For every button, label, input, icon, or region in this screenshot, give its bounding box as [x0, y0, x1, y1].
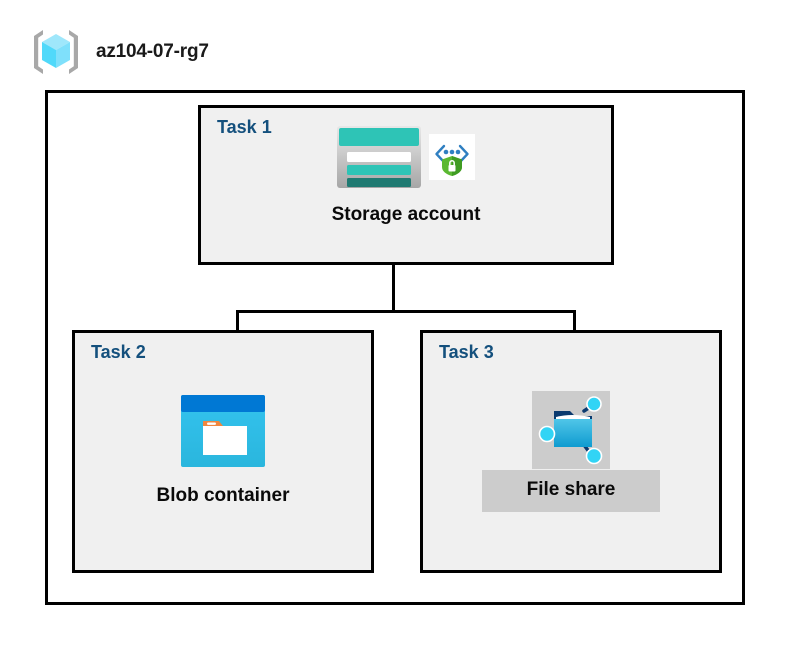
file-share-caption-highlight [482, 470, 660, 512]
file-share-caption: File share [526, 479, 616, 500]
blob-container-caption: Blob container [156, 485, 290, 506]
connector-horizontal-bus [236, 310, 576, 313]
resource-group-header: az104-07-rg7 [30, 26, 209, 78]
task-2-label: Task 2 [91, 342, 146, 362]
task-3-label: Task 3 [439, 342, 494, 362]
task-1-label: Task 1 [217, 117, 272, 137]
blob-container-icon [181, 395, 265, 467]
task-3-box[interactable]: Task 3 File share [420, 330, 722, 573]
secure-transfer-shield-icon [429, 134, 475, 180]
task-1-icon-group [337, 126, 475, 188]
file-share-icon-highlight [532, 391, 610, 469]
file-share-folder-icon [538, 396, 603, 465]
storage-account-icon [337, 126, 421, 188]
task-2-box[interactable]: Task 2 Blob container [72, 330, 374, 573]
task-1-box[interactable]: Task 1 [198, 105, 614, 265]
connector-storage-to-bus [392, 265, 395, 312]
storage-account-caption: Storage account [331, 204, 481, 225]
resource-group-cube-icon [34, 30, 78, 74]
resource-group-name: az104-07-rg7 [96, 41, 209, 62]
